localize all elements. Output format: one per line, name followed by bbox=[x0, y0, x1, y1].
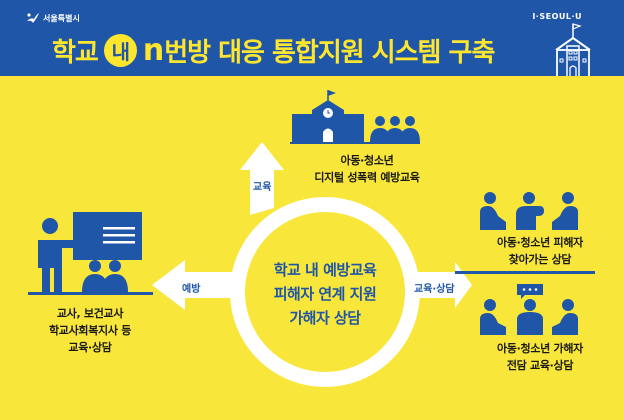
counseling-victims-icon bbox=[480, 192, 578, 230]
page-title: 학교 내 n 번방 대응 통합지원 시스템 구축 bbox=[52, 30, 495, 70]
org-name: 서울특별시 bbox=[43, 13, 80, 23]
teacher-presentation-icon bbox=[28, 212, 153, 295]
arrow-right-label: 교육·상담 bbox=[414, 284, 455, 295]
title-part1: 학교 bbox=[52, 37, 99, 68]
title-part2: 번방 대응 통합지원 시스템 구축 bbox=[164, 37, 495, 68]
center-line: 피해자 연계 지원 bbox=[273, 285, 377, 303]
school-with-students-icon bbox=[290, 90, 420, 144]
seoul-city-logo: 서울특별시 bbox=[26, 12, 80, 24]
center-line: 가해자 상담 bbox=[289, 309, 361, 327]
title-n-letter: n bbox=[142, 32, 164, 68]
arrow-up-label: 교육 bbox=[253, 182, 272, 193]
header-divider bbox=[0, 76, 624, 79]
title-circle-badge: 내 bbox=[103, 33, 137, 67]
caption-line: 디지털 성폭력 예방교육 bbox=[314, 171, 420, 184]
caption-line: 아동·청소년 bbox=[340, 154, 394, 167]
caption-line: 학교사회복지사 등 bbox=[48, 324, 132, 337]
arrow-up-icon bbox=[240, 142, 284, 215]
caption-line: 교사, 보건교사 bbox=[56, 307, 124, 320]
counseling-offenders-icon bbox=[480, 284, 578, 335]
left-node-caption: 교사, 보건교사 학교사회복지사 등 교육·상담 bbox=[20, 305, 160, 356]
caption-line: 찾아가는 상담 bbox=[508, 253, 572, 266]
header-banner: 서울특별시 I·SEOUL·U 학교 내 n 번방 대응 통합지원 시스템 구축 bbox=[0, 0, 624, 78]
slogan: I·SEOUL·U bbox=[532, 12, 582, 21]
caption-line: 아동·청소년 가해자 bbox=[497, 342, 583, 355]
seoul-logo-icon bbox=[27, 13, 39, 23]
caption-line: 아동·청소년 피해자 bbox=[497, 236, 583, 249]
arrow-left-label: 예방 bbox=[182, 284, 201, 295]
caption-line: 교육·상담 bbox=[68, 341, 112, 354]
center-line: 학교 내 예방교육 bbox=[273, 261, 377, 279]
school-building-icon bbox=[555, 23, 591, 77]
section-divider bbox=[455, 271, 595, 274]
arrow-left-icon bbox=[152, 260, 236, 310]
center-summary: 학교 내 예방교육 피해자 연계 지원 가해자 상담 bbox=[245, 258, 405, 330]
right-bottom-node-caption: 아동·청소년 가해자 전담 교육·상담 bbox=[470, 340, 610, 374]
caption-line: 전담 교육·상담 bbox=[506, 359, 574, 372]
right-top-node-caption: 아동·청소년 피해자 찾아가는 상담 bbox=[470, 234, 610, 268]
top-node-caption: 아동·청소년 디지털 성폭력 예방교육 bbox=[292, 152, 442, 186]
